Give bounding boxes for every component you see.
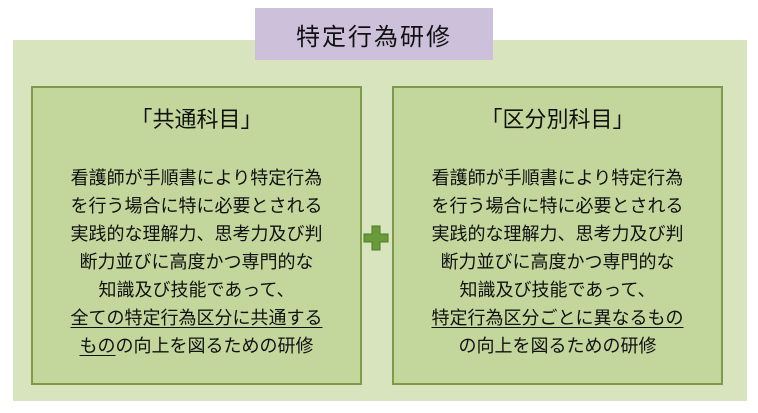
card-line: 看護師が手順書により特定行為	[431, 168, 684, 189]
card-line-tail: の向上を図るための研修	[115, 336, 314, 357]
card-line: 特定行為区分ごとに異なるもの	[394, 305, 721, 333]
underlined-text: 特定行為区分ごとに異なるもの	[431, 308, 684, 329]
card-line: を行う場合に特に必要とされる	[70, 196, 323, 217]
card-line: 実践的な理解力、思考力及び判	[70, 224, 323, 245]
card-line: 看護師が手順書により特定行為	[70, 168, 323, 189]
card-heading: 「共通科目」	[130, 108, 263, 133]
plus-shape	[363, 225, 389, 251]
card-line: 断力並びに高度かつ専門的な	[79, 252, 314, 273]
card-line: を行う場合に特に必要とされる	[431, 196, 684, 217]
card-line: 断力並びに高度かつ専門的な	[440, 252, 675, 273]
page-title: 特定行為研修	[296, 22, 452, 51]
card-line: ものの向上を図るための研修	[33, 333, 360, 361]
card-line: 知識及び技能であって、	[459, 280, 656, 301]
underlined-text: もの	[79, 336, 116, 357]
card-line: 実践的な理解力、思考力及び判	[431, 224, 684, 245]
card-body: 看護師が手順書により特定行為 を行う場合に特に必要とされる 実践的な理解力、思考…	[394, 165, 721, 361]
card-line: 知識及び技能であって、	[98, 280, 295, 301]
card-line: の向上を図るための研修	[458, 336, 657, 357]
title-tab: 特定行為研修	[255, 8, 493, 60]
card-line: 全ての特定行為区分に共通する	[33, 305, 360, 333]
category-subjects-card: 「区分別科目」 看護師が手順書により特定行為 を行う場合に特に必要とされる 実践…	[392, 86, 723, 385]
underlined-text: 全ての特定行為区分に共通する	[70, 308, 323, 329]
card-body: 看護師が手順書により特定行為 を行う場合に特に必要とされる 実践的な理解力、思考…	[33, 165, 360, 361]
card-heading: 「区分別科目」	[480, 108, 635, 133]
plus-icon	[363, 225, 389, 251]
common-subjects-card: 「共通科目」 看護師が手順書により特定行為 を行う場合に特に必要とされる 実践的…	[31, 86, 362, 385]
